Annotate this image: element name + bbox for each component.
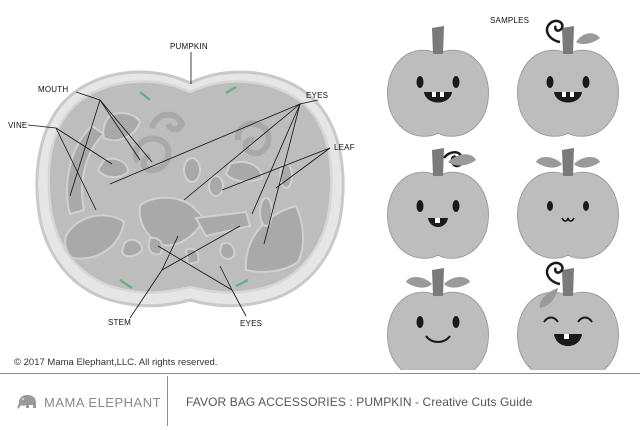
vine-curl [149, 111, 186, 133]
stem-piece [138, 196, 206, 247]
sample-pumpkin-6 [517, 261, 619, 370]
small-mouth-piece-3 [218, 242, 236, 260]
label-mouth: MOUTH [38, 85, 69, 94]
sample-pumpkin-5 [387, 268, 489, 370]
label-samples: SAMPLES [490, 16, 530, 25]
footer-divider [0, 373, 640, 374]
eye-piece-2 [208, 175, 224, 197]
half-round-piece [244, 204, 304, 273]
brand-name: MAMA ELEPHANT [44, 394, 162, 410]
label-eyes-top: EYES [306, 91, 329, 100]
eye-piece-3 [259, 197, 273, 227]
stem-arm-piece [194, 210, 252, 238]
mouth-piece-3 [224, 160, 264, 183]
leaf-piece [64, 214, 126, 260]
sample-pumpkin-2 [517, 19, 619, 137]
green-bridge-marks [119, 86, 249, 289]
tooth-piece [184, 247, 200, 266]
samples-grid [387, 19, 619, 370]
copyright-text: © 2017 Mama Elephant,LLC. All rights res… [14, 357, 218, 368]
vine-spiral-2 [234, 120, 272, 157]
footer-separator [167, 376, 168, 426]
mouth-piece-2 [96, 157, 130, 178]
small-mouth-piece-2 [147, 236, 164, 256]
die-cut-diagram [27, 52, 345, 319]
label-eyes-bottom: EYES [240, 319, 263, 328]
sample-pumpkin-1 [387, 26, 489, 137]
left-rib-piece [66, 124, 106, 216]
sample-pumpkin-3 [387, 148, 489, 259]
guide-title: FAVOR BAG ACCESSORIES : PUMPKIN - Creati… [186, 395, 533, 409]
elephant-icon [17, 395, 36, 409]
small-mouth-piece-1 [120, 238, 144, 258]
sample-pumpkin-4 [517, 148, 619, 259]
label-stem: STEM [108, 318, 132, 327]
eye-piece-1 [183, 157, 201, 183]
mouth-piece-1 [102, 112, 142, 142]
label-vine: VINE [8, 121, 28, 130]
vine-spiral-1 [132, 135, 172, 174]
label-leaf: LEAF [334, 143, 355, 152]
leader-lines [27, 52, 331, 319]
label-pumpkin: PUMPKIN [170, 42, 208, 51]
brand-logo: MAMA ELEPHANT [16, 394, 161, 410]
